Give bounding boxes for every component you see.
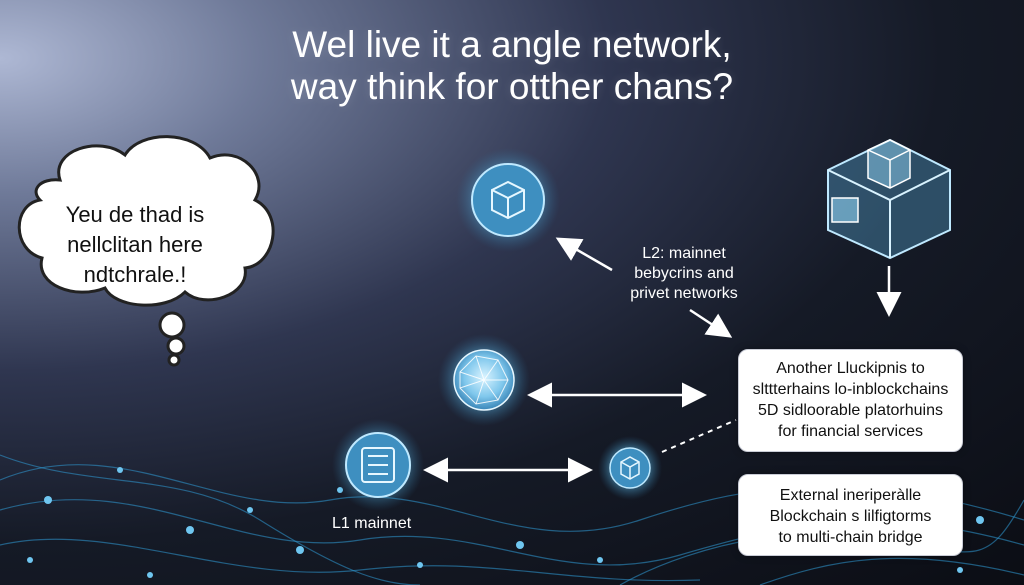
isometric-cube-icon	[827, 138, 951, 260]
arrow-l2-to-box	[689, 308, 733, 338]
network-dots	[27, 467, 984, 578]
cube-icon	[491, 180, 525, 220]
info-box-line: slttterhains lo-inblockchains	[752, 381, 949, 398]
info-box-line: 5D sidloorable platorhuins	[758, 402, 943, 419]
info-box-line: Another Lluckipnis to	[776, 360, 925, 377]
title-line-2: way think for otther chans?	[290, 66, 734, 107]
bubble-line: nellclitan here	[67, 232, 203, 257]
arrows	[423, 237, 902, 483]
page-title: Wel live it a angle network, way think f…	[0, 24, 1024, 108]
info-box-line: for financial services	[778, 423, 923, 440]
thought-bubble	[17, 135, 275, 367]
dashed-link	[661, 419, 737, 453]
node-crystal-sphere	[438, 334, 530, 426]
l2-label: L2: mainnet bebycrins and privet network…	[614, 244, 754, 304]
l1-label: L1 mainnet	[332, 515, 412, 532]
node-cube-top	[456, 148, 560, 252]
info-box-financial-services: Another Lluckipnis to slttterhains lo-in…	[738, 349, 963, 452]
info-box-line: to multi-chain bridge	[778, 529, 923, 546]
node-l1-mainnet	[332, 419, 424, 511]
crystal-sphere-icon	[459, 355, 509, 405]
arrow-l2-to-cube	[555, 237, 613, 272]
l2-label-line: L2: mainnet	[642, 245, 726, 262]
title-line-1: Wel live it a angle network,	[292, 24, 732, 65]
thought-bubble-text: Yeu de thad is nellclitan here ndtchrale…	[30, 200, 240, 290]
l2-label-line: privet networks	[630, 285, 738, 302]
info-box-line: External ineriperàlle	[779, 487, 922, 504]
info-box-line: Blockchain s lilfigtorms	[769, 508, 932, 525]
l2-label-line: bebycrins and	[634, 265, 734, 282]
bubble-line: Yeu de thad is	[65, 202, 205, 227]
info-box-multi-chain-bridge: External ineriperàlle Blockchain s lilfi…	[738, 474, 963, 556]
bubble-line: ndtchrale.!	[83, 262, 187, 287]
container-icon	[361, 447, 395, 483]
node-small-cube	[598, 436, 662, 500]
cube-icon	[620, 456, 640, 480]
